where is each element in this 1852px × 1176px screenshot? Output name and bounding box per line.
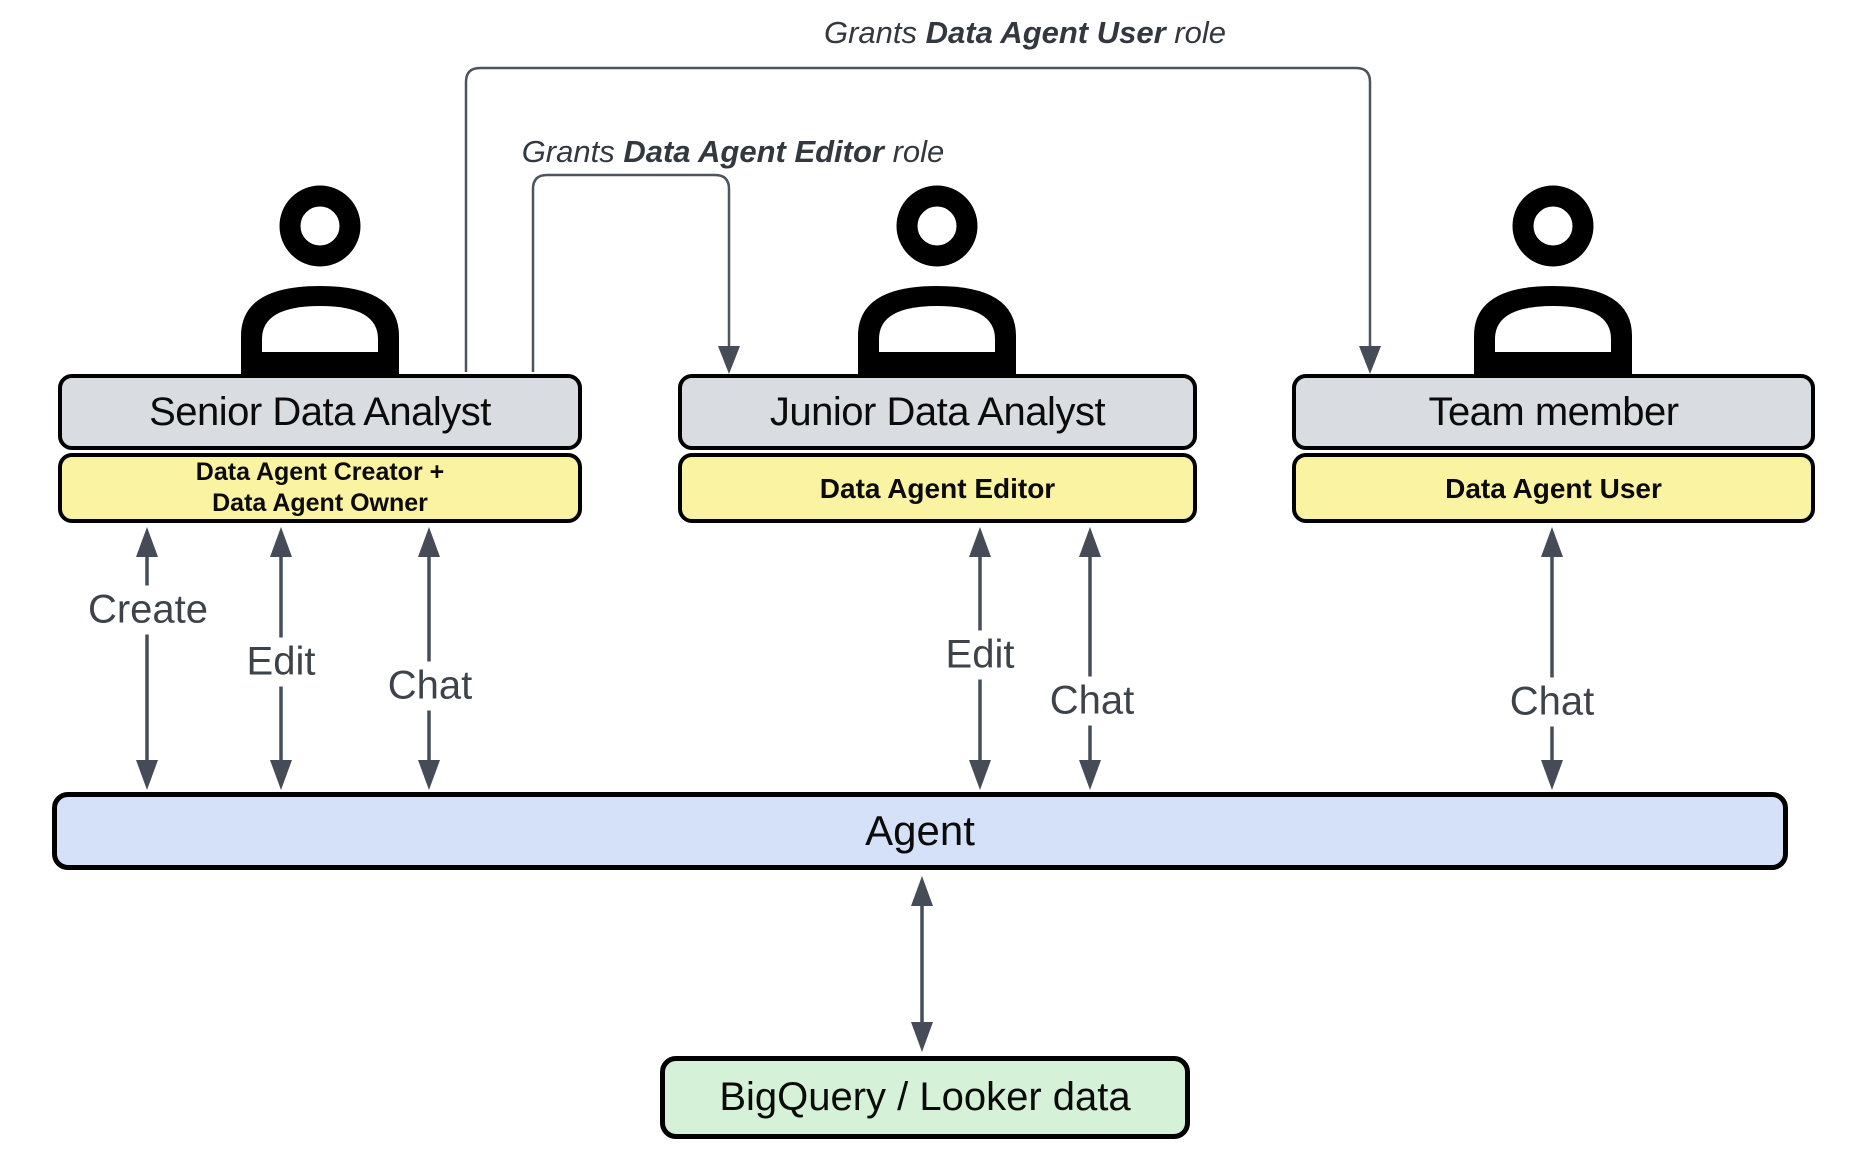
actor-title-team: Team member <box>1428 389 1679 434</box>
grant-editor-connector <box>531 173 731 372</box>
role-line-owner: Data Agent Owner <box>212 489 428 517</box>
actor-box-team-member: Team member <box>1292 374 1815 450</box>
create-arrow-senior <box>136 527 158 790</box>
grant-user-prefix: Grants <box>824 15 926 50</box>
role-line-editor: Data Agent Editor <box>819 472 1056 504</box>
actor-box-junior-data-analyst: Junior Data Analyst <box>678 374 1197 450</box>
datastore-box: BigQuery / Looker data <box>660 1056 1190 1139</box>
grant-editor-annotation: Grants Data Agent Editor role <box>522 134 945 170</box>
grant-user-suffix: role <box>1165 15 1226 50</box>
chat-arrow-team <box>1541 527 1563 790</box>
role-line-user: Data Agent User <box>1445 472 1662 504</box>
action-label-chat-team: Chat <box>1499 677 1605 727</box>
chat-arrow-junior <box>1079 527 1101 790</box>
actor-title-senior: Senior Data Analyst <box>149 389 491 434</box>
person-icon-senior <box>241 185 399 374</box>
chat-arrow-senior <box>418 527 440 790</box>
person-icon-junior <box>858 185 1016 374</box>
role-badge-senior: Data Agent Creator + Data Agent Owner <box>58 453 582 523</box>
agent-label: Agent <box>865 807 975 854</box>
role-badge-junior: Data Agent Editor <box>678 453 1197 523</box>
grant-user-role-name: Data Agent User <box>925 15 1166 50</box>
role-line-creator: Data Agent Creator + <box>195 458 445 486</box>
grant-editor-role-name: Data Agent Editor <box>623 134 884 169</box>
action-label-edit-junior: Edit <box>935 630 1025 680</box>
grant-user-annotation: Grants Data Agent User role <box>824 15 1226 51</box>
actor-box-senior-data-analyst: Senior Data Analyst <box>58 374 582 450</box>
agent-bar: Agent <box>52 792 1788 870</box>
action-label-chat-junior: Chat <box>1039 676 1145 726</box>
actor-title-junior: Junior Data Analyst <box>769 389 1106 434</box>
datastore-label: BigQuery / Looker data <box>719 1075 1131 1119</box>
grant-editor-suffix: role <box>883 134 945 169</box>
role-badge-team: Data Agent User <box>1292 453 1815 523</box>
grant-editor-arrowhead-icon <box>718 346 740 374</box>
action-label-edit-senior: Edit <box>236 637 326 687</box>
grant-user-connector <box>464 66 1372 372</box>
grant-user-arrowhead-icon <box>1359 346 1381 374</box>
action-label-chat-senior: Chat <box>377 661 483 711</box>
agent-datastore-arrow <box>911 876 933 1052</box>
action-label-create-senior: Create <box>77 585 219 635</box>
person-icon-team <box>1474 185 1632 374</box>
grant-editor-prefix: Grants <box>521 134 624 169</box>
